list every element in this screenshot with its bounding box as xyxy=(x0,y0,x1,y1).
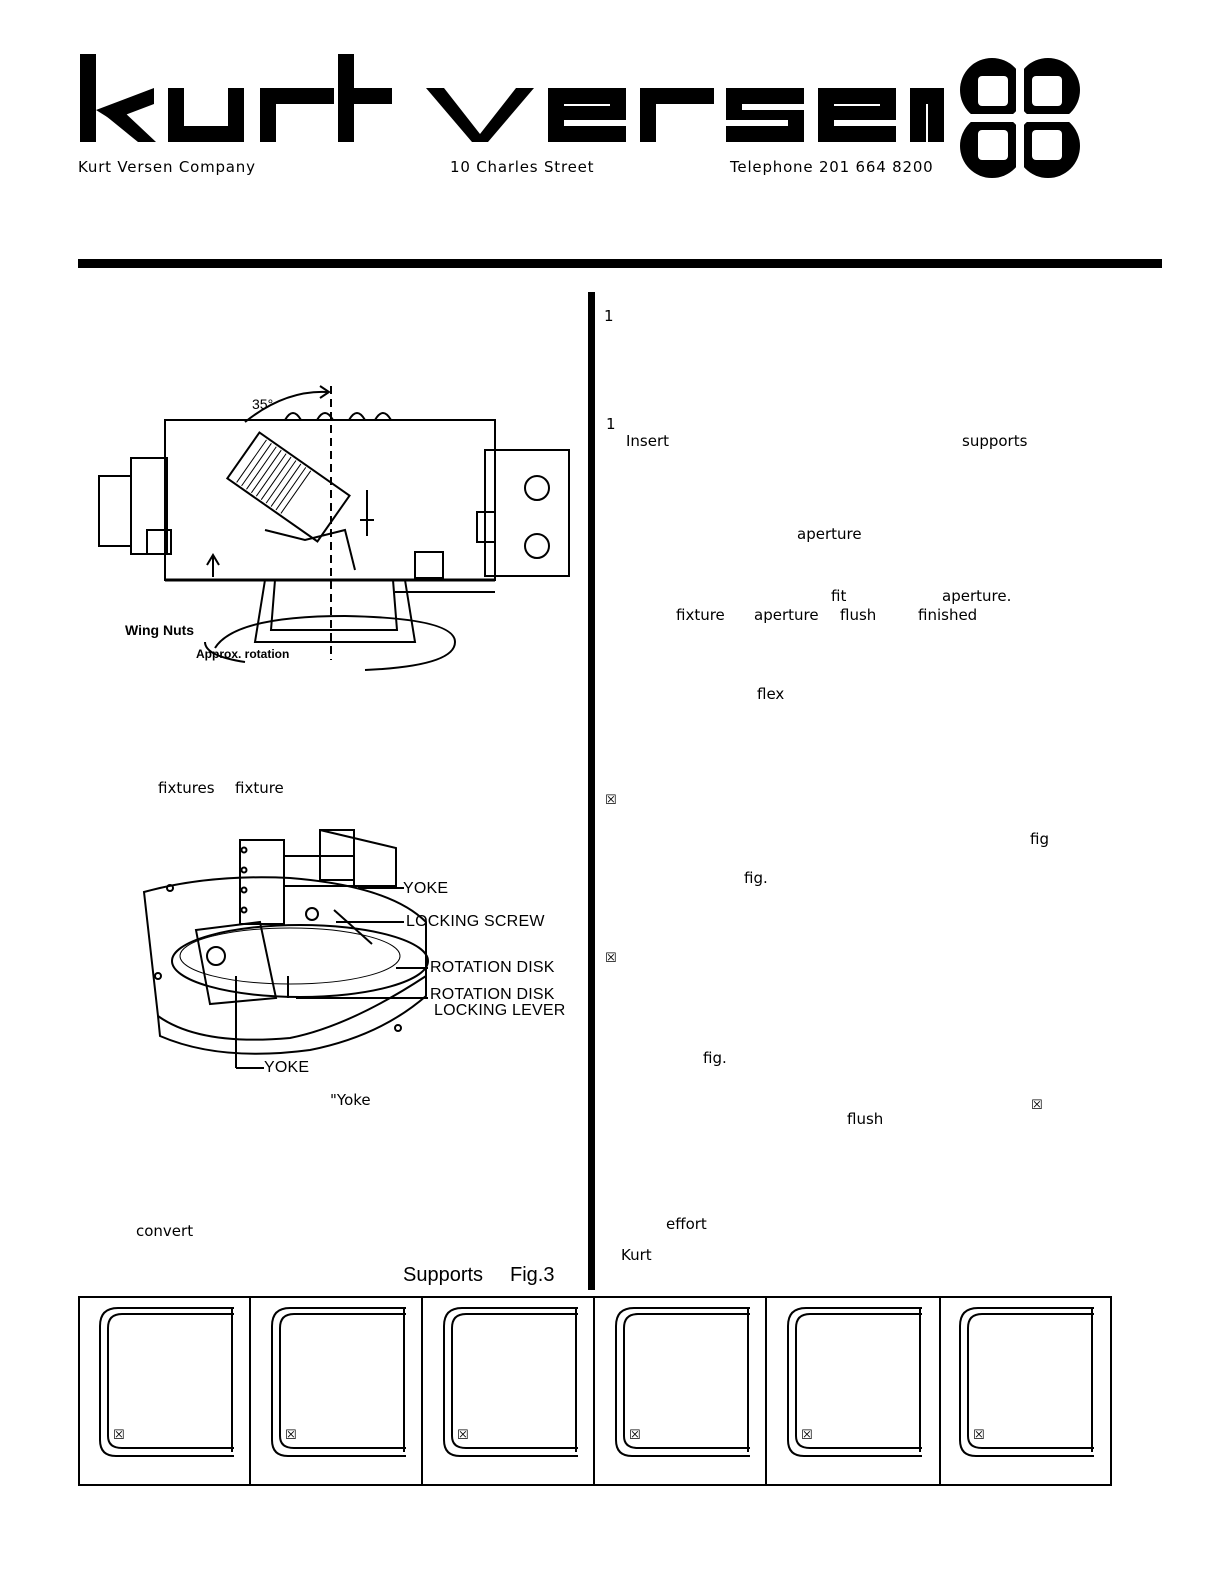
wing-nuts-label: Wing Nuts xyxy=(125,622,195,638)
caption-fig3: Fig.3 xyxy=(510,1264,555,1286)
panel-divider xyxy=(249,1296,251,1486)
panel-checkbox-icon: ☒ xyxy=(801,1428,813,1443)
panel-checkbox-icon: ☒ xyxy=(457,1428,469,1443)
kurt-versen-logo xyxy=(80,54,944,142)
kurt-versen-emblem-icon xyxy=(960,58,1080,178)
text-flush-2: flush xyxy=(847,1110,884,1128)
panel-frame-5 xyxy=(787,1307,922,1457)
column-divider xyxy=(588,292,595,1290)
bottom-panel-row xyxy=(78,1296,1112,1486)
text-fig-a: fig xyxy=(1030,830,1049,848)
panel-divider xyxy=(939,1296,941,1486)
text-aperture-3: aperture xyxy=(754,606,819,624)
text-flex: flex xyxy=(757,685,785,703)
angle-label: 35° xyxy=(252,396,274,412)
panel-frame-3 xyxy=(443,1307,578,1457)
panel-divider xyxy=(421,1296,423,1486)
text-fixtures: fixtures xyxy=(158,779,215,797)
panel-checkbox-icon: ☒ xyxy=(629,1428,641,1443)
text-kurt: Kurt xyxy=(621,1246,652,1264)
text-aperture-2: aperture. xyxy=(942,587,1012,605)
text-fixture: fixture xyxy=(235,779,284,797)
company-address: 10 Charles Street xyxy=(450,158,595,176)
text-insert: Insert xyxy=(626,432,670,450)
panel-divider xyxy=(765,1296,767,1486)
label-locking-lever: LOCKING LEVER xyxy=(434,1002,566,1019)
header-rule xyxy=(78,259,1162,268)
caption-supports: Supports xyxy=(403,1264,484,1286)
label-rotation-disk: ROTATION DISK xyxy=(430,959,555,976)
step-number-2: 1 xyxy=(606,415,616,433)
label-yoke-bottom: YOKE xyxy=(264,1059,310,1076)
company-name: Kurt Versen Company xyxy=(78,158,256,176)
checkbox-icon: ☒ xyxy=(1031,1098,1043,1113)
company-telephone: Telephone 201 664 8200 xyxy=(730,158,934,176)
label-rotation-disk-2: ROTATION DISK xyxy=(430,986,555,1003)
panel-checkbox-icon: ☒ xyxy=(113,1428,125,1443)
text-finished: finished xyxy=(918,606,978,624)
panel-checkbox-icon: ☒ xyxy=(285,1428,297,1443)
text-fig-c: fig. xyxy=(703,1049,727,1067)
checkbox-icon: ☒ xyxy=(605,793,617,808)
yoke-rotation-disk-diagram xyxy=(142,829,429,1069)
panel-divider xyxy=(593,1296,595,1486)
step-number-1: 1 xyxy=(604,307,614,325)
panel-frame-2 xyxy=(271,1307,406,1457)
text-fig-b: fig. xyxy=(744,869,768,887)
label-yoke-top: YOKE xyxy=(403,880,449,897)
text-convert: convert xyxy=(136,1222,194,1240)
panel-frame-4 xyxy=(615,1307,750,1457)
fixture-side-view-diagram xyxy=(98,385,570,671)
text-fit: fit xyxy=(831,587,847,605)
text-supports: supports xyxy=(962,432,1028,450)
rotation-label: Approx. rotation xyxy=(196,647,290,661)
text-effort: effort xyxy=(666,1215,707,1233)
panel-checkbox-icon: ☒ xyxy=(973,1428,985,1443)
text-aperture-1: aperture xyxy=(797,525,862,543)
panel-frame-6 xyxy=(959,1307,1094,1457)
text-fixture-right: fixture xyxy=(676,606,725,624)
panel-frame-1 xyxy=(99,1307,234,1457)
text-flush-1: flush xyxy=(840,606,877,624)
checkbox-icon: ☒ xyxy=(605,951,617,966)
label-locking-screw: LOCKING SCREW xyxy=(406,913,545,930)
text-yoke-quote: "Yoke xyxy=(330,1091,371,1109)
